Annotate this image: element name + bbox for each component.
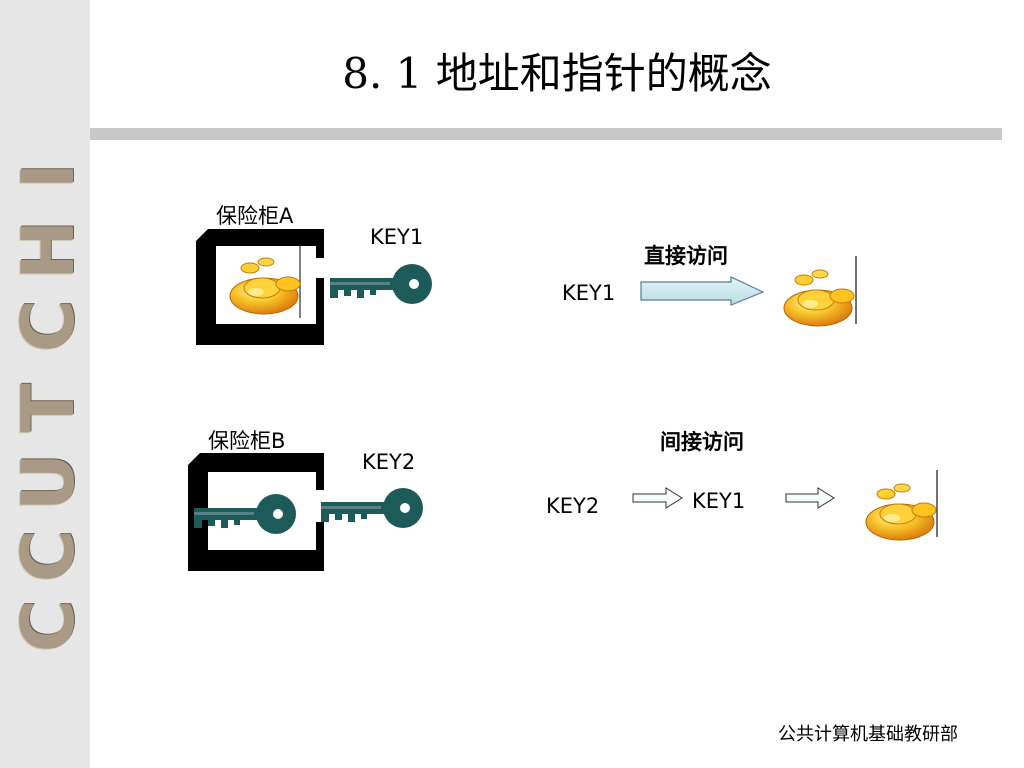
right-arrow-icon [640, 276, 765, 306]
title-divider [90, 128, 1002, 140]
key-icon [321, 488, 423, 528]
direct-access-title: 直接访问 [644, 244, 728, 268]
safe-a-key-label: KEY1 [370, 225, 424, 249]
direct-key-label: KEY1 [562, 281, 616, 305]
sidebar: C C U T C H I [0, 0, 90, 768]
indirect-key-mid-label: KEY1 [692, 489, 746, 513]
right-arrow-icon [632, 487, 683, 509]
right-arrow-icon [785, 487, 835, 509]
safe-a-label: 保险柜A [216, 204, 294, 228]
page-title: 8. 1 地址和指针的概念 [342, 49, 772, 98]
indirect-access-title: 间接访问 [660, 430, 744, 454]
safe-b-label: 保险柜B [208, 429, 286, 453]
indirect-key-from-label: KEY2 [546, 494, 600, 518]
gold-ingot-icon [783, 269, 855, 327]
key-icon [330, 264, 432, 304]
safe-b-key-label: KEY2 [362, 450, 416, 474]
footer-org: 公共计算机基础教研部 [778, 724, 958, 745]
gold-ingot-icon [865, 483, 937, 541]
